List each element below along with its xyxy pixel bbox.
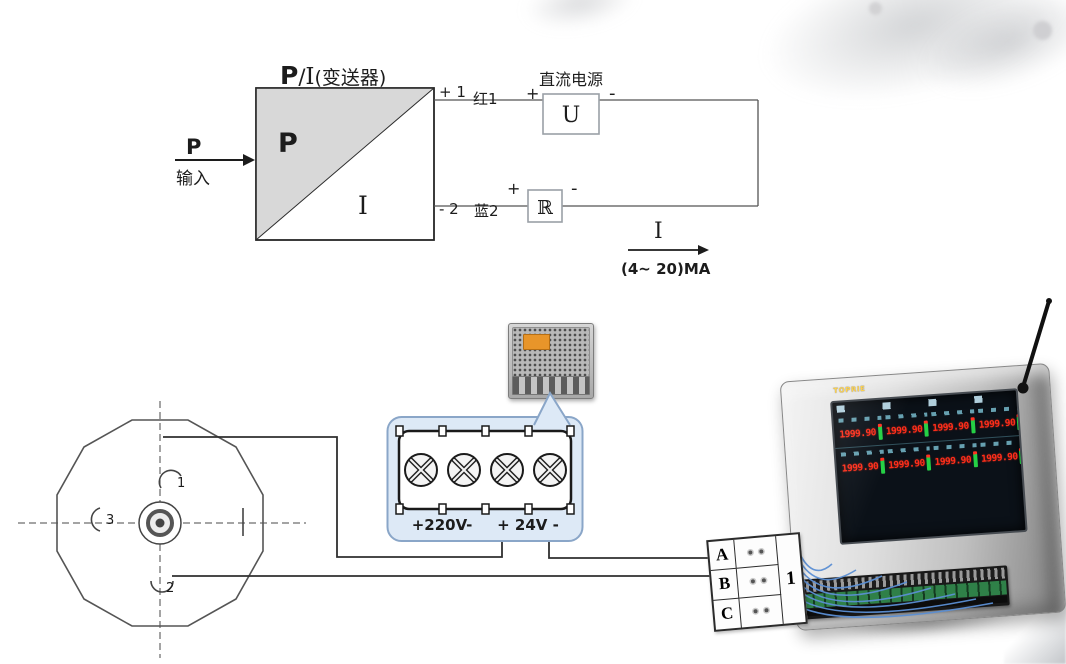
pin2-mark	[150, 580, 174, 593]
channel-header	[840, 449, 884, 457]
channel-value: 1999.90	[934, 454, 972, 468]
resistor-minus: -	[571, 178, 578, 199]
channel-cell: 1999.90	[975, 404, 1023, 436]
recorder-screen: 1999.90 1999.90 1999.90 1999.90	[830, 388, 1028, 545]
channel-cell: 1999.90	[885, 444, 933, 476]
box-i-label: I	[358, 191, 368, 220]
output-range-label: (4~ 20)MA	[621, 260, 711, 278]
abc-letter: B	[710, 569, 740, 601]
channel-cell: 1999.90	[836, 414, 884, 446]
dc-supply-box	[542, 93, 600, 135]
background-swirl	[495, 0, 665, 50]
resistor-plus: +	[507, 179, 520, 198]
title-slash: /	[298, 65, 306, 89]
channel-header	[933, 443, 977, 451]
center-bullseye	[138, 501, 182, 545]
level-bar	[879, 457, 885, 474]
abc-letter: C	[713, 598, 742, 630]
channel-value: 1999.90	[885, 423, 923, 437]
channel-header	[838, 415, 882, 423]
channel-value: 1999.90	[841, 460, 879, 475]
channel-cell: 1999.90	[929, 407, 977, 439]
recorder-terminal-strip	[789, 565, 1010, 621]
blue-wire-label: 蓝2	[474, 202, 499, 220]
level-bar	[970, 417, 976, 434]
title-p: P	[280, 61, 298, 90]
channel-header	[887, 446, 930, 454]
recorder-brand: TOPRIE	[833, 384, 866, 395]
abc-terminal-block: A 1 B C	[706, 532, 808, 632]
transmitter-box: P I	[255, 87, 435, 241]
pin1-label: 1	[177, 476, 185, 491]
channel-header	[980, 439, 1023, 447]
channel-cell: 1999.90	[931, 441, 979, 473]
terminal-strip	[395, 425, 575, 515]
box-p-label: P	[278, 128, 298, 159]
output-current: I (4~ 20)MA	[621, 219, 711, 278]
channel-value: 1999.90	[931, 420, 970, 434]
screw	[404, 453, 438, 487]
title-suffix: (变送器)	[315, 67, 387, 89]
channel-cell: 1999.90	[883, 410, 931, 442]
arrowhead	[698, 245, 709, 255]
level-bar	[926, 454, 932, 471]
abc-terminal	[739, 594, 784, 628]
channel-header	[977, 406, 1021, 413]
arrowhead	[243, 154, 255, 166]
screw	[490, 453, 524, 487]
red-wire-label: 红1	[473, 90, 498, 108]
channel-header	[884, 412, 928, 420]
level-bar	[923, 420, 929, 437]
input-p-label: P	[186, 135, 201, 159]
diagram-title: P/I(变送器)	[280, 61, 386, 90]
background-swirl	[868, 0, 1066, 141]
supply-minus: -	[609, 83, 616, 104]
circular-connector: 1 3 2	[18, 401, 306, 658]
background-dot	[869, 2, 882, 15]
power-supply-unit	[508, 323, 594, 399]
terminal-callout: +220V- + 24V -	[386, 390, 584, 542]
psu-terminal-row	[512, 376, 590, 395]
channel-header	[931, 409, 974, 417]
pin2-label: 2	[166, 581, 174, 596]
label-24v: + 24V -	[497, 516, 559, 534]
screw	[447, 453, 481, 487]
paperless-recorder: TOPRIE 1999.90 1999.90 1999.90 199	[779, 362, 1066, 632]
channel-value: 1999.90	[887, 457, 926, 471]
resistor-box	[527, 189, 563, 223]
channel-cell: 1999.90	[978, 438, 1026, 470]
label-220v: +220V-	[412, 516, 473, 534]
resistor-symbol: ℝ	[537, 197, 553, 219]
channel-value: 1999.90	[980, 450, 1018, 465]
channel-value: 1999.90	[978, 416, 1016, 431]
psu-orange-label	[523, 334, 550, 350]
dc-supply-label: 直流电源	[539, 70, 603, 89]
channel-cell: 1999.90	[839, 448, 887, 480]
pin3-label: 3	[106, 513, 114, 528]
abc-terminal	[734, 536, 779, 570]
abc-letter: A	[708, 539, 737, 572]
level-bar	[1016, 413, 1022, 431]
terminal-plus1: + 1	[439, 83, 466, 101]
transmitter-circuit-diagram: P/I(变送器) P I P 输入 U ℝ	[175, 61, 759, 278]
screw	[533, 453, 567, 487]
callout-pointer	[533, 390, 571, 426]
input-arrow: P 输入	[175, 135, 255, 189]
input-cn-label: 输入	[176, 169, 210, 189]
dc-supply-symbol: U	[562, 103, 581, 128]
level-bar	[1019, 447, 1025, 465]
level-bar	[877, 423, 883, 440]
title-i: I	[305, 64, 314, 90]
pin3-mark	[90, 507, 101, 532]
abc-terminal	[736, 565, 782, 599]
supply-plus: +	[526, 84, 539, 103]
channel-value: 1999.90	[839, 426, 877, 441]
output-i-symbol: I	[654, 219, 663, 244]
terminal-minus2: - 2	[439, 200, 459, 218]
background-dot	[1033, 21, 1052, 40]
level-bar	[972, 451, 978, 468]
